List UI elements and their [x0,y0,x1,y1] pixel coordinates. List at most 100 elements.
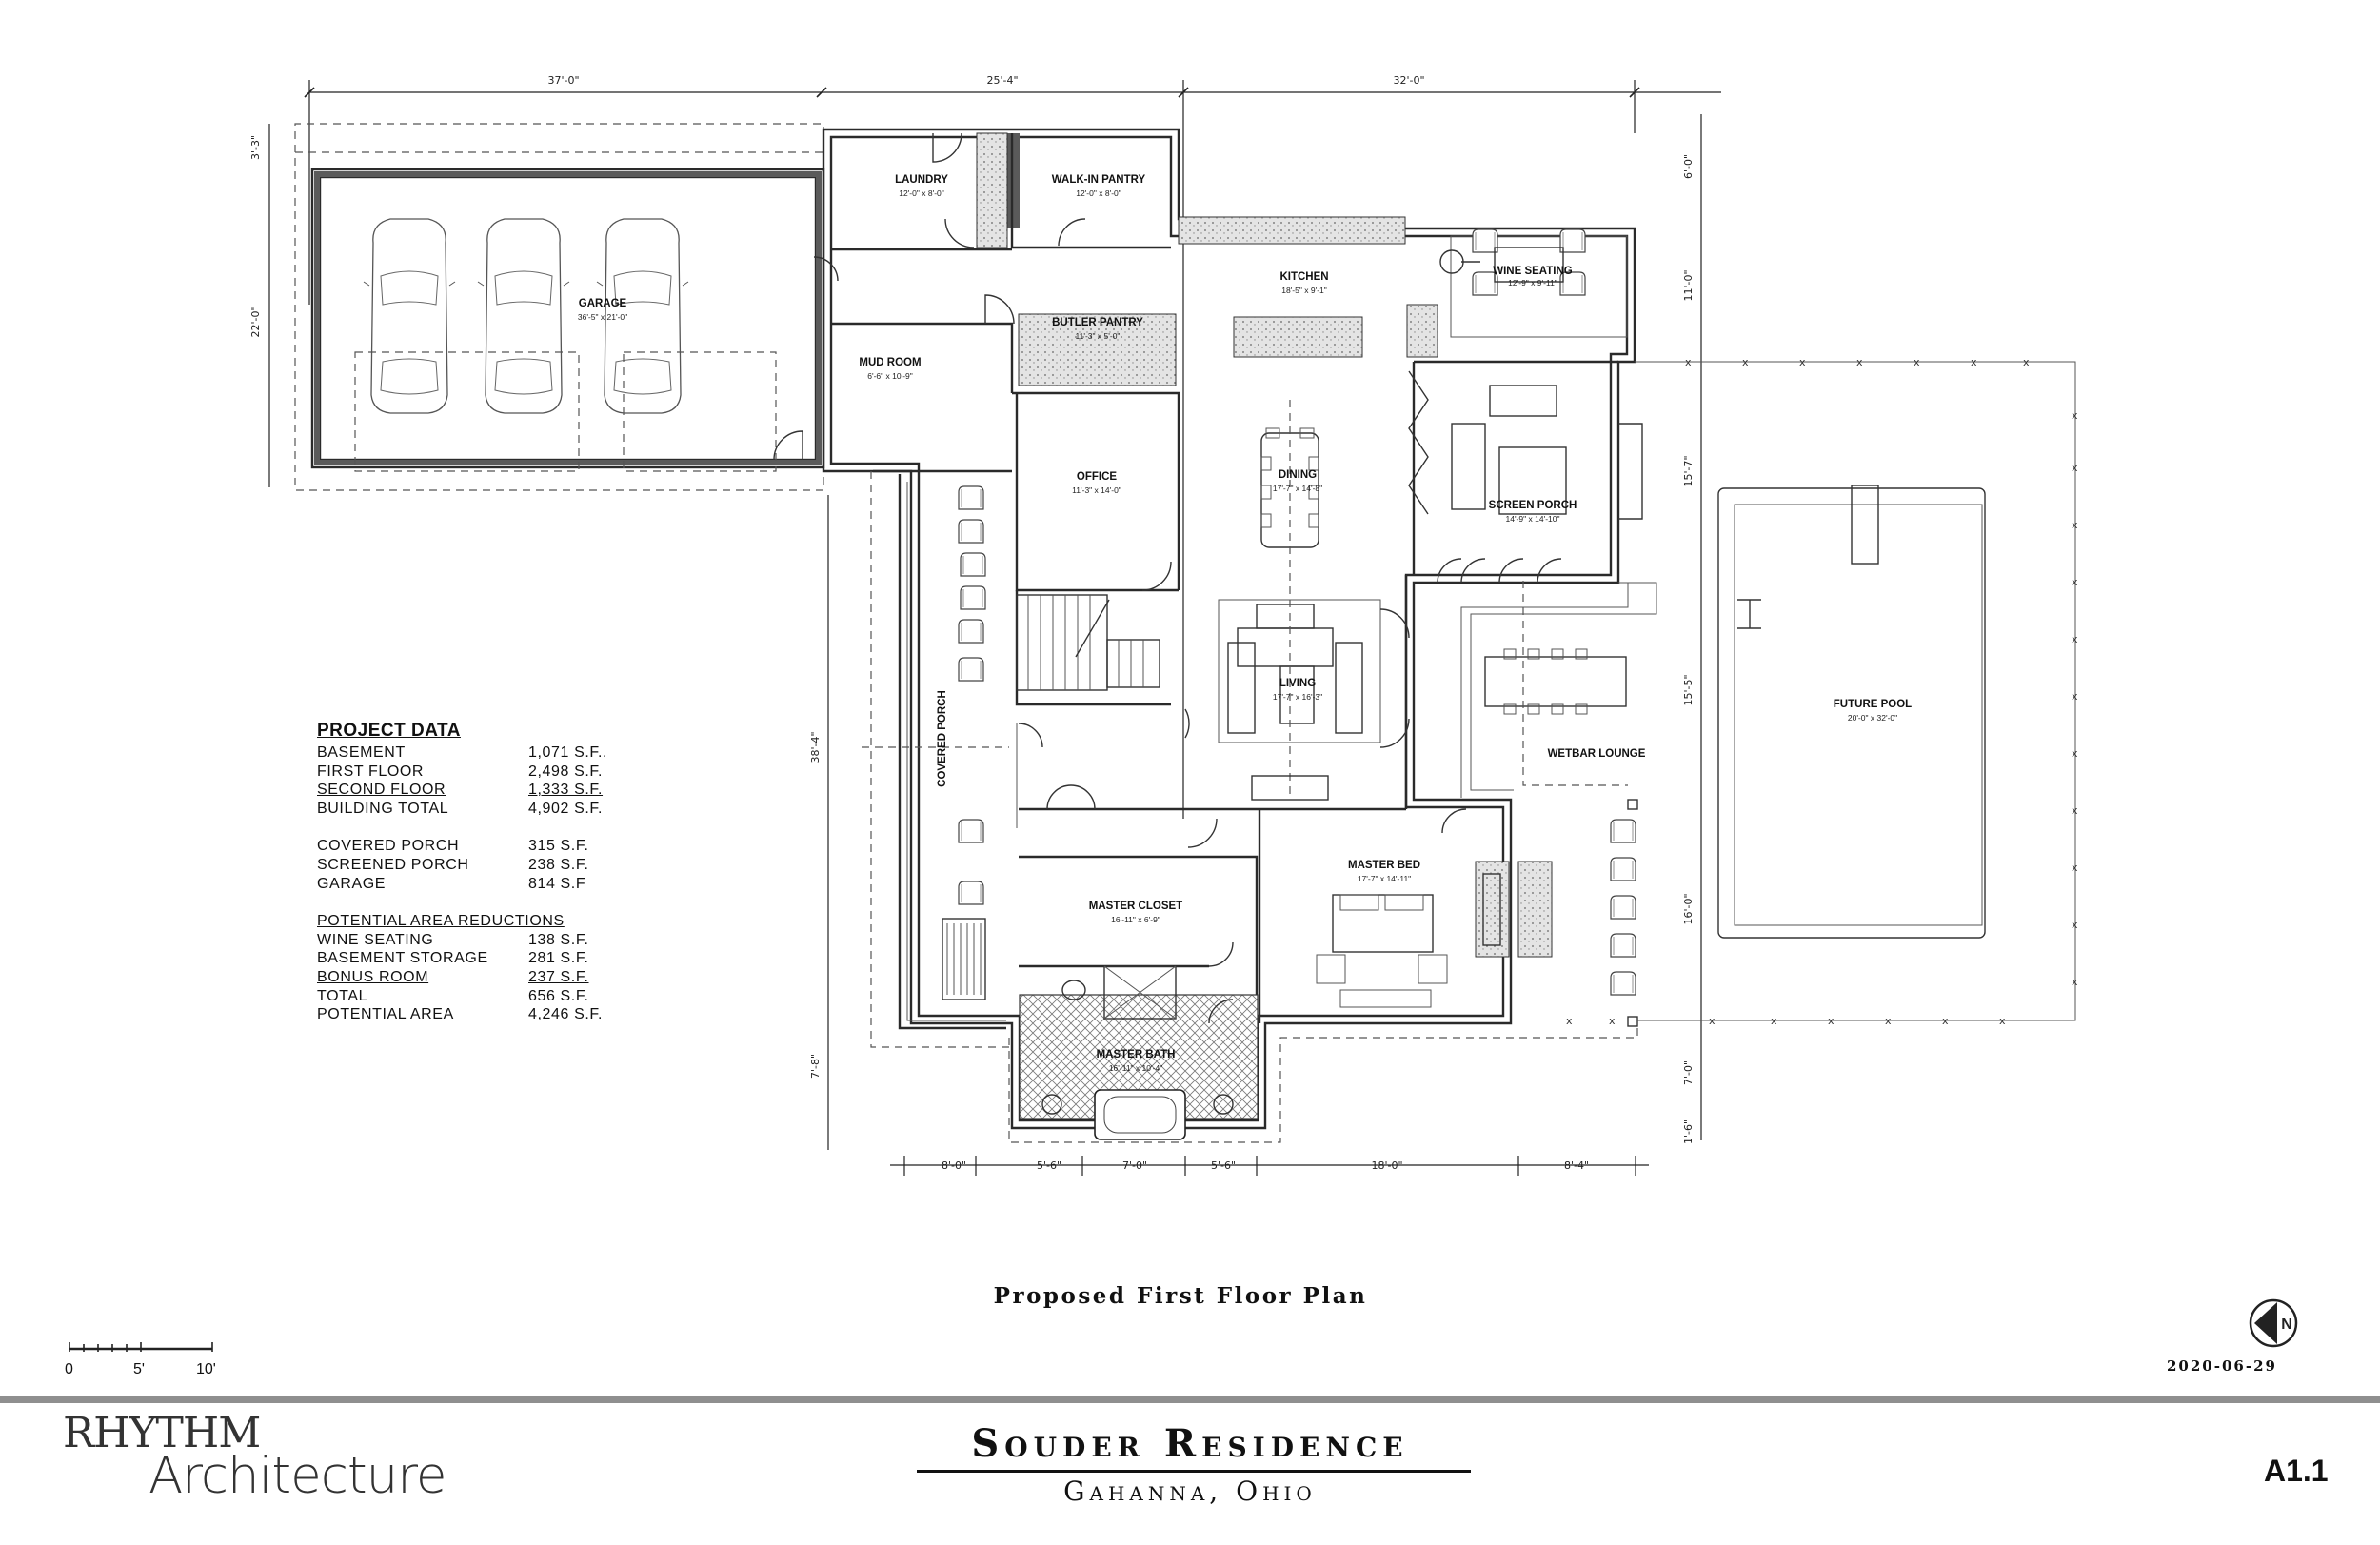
room-size: 14'-9" x 14'-10" [1505,514,1559,524]
svg-text:x: x [2072,462,2078,474]
house-walls [822,128,1636,1130]
master-suite [1019,799,1638,1140]
firm-logo-line-1: RHYTHM [63,1409,261,1457]
room-label: FUTURE POOL [1834,699,1912,710]
svg-text:x: x [1709,1015,1716,1027]
dim-text: 7'-8" [809,1054,822,1079]
project-name-underline [917,1470,1471,1473]
furniture [1218,228,1643,801]
dim-text: 22'-0" [249,306,262,337]
room-size: 12'-0" x 8'-0" [1076,188,1121,198]
room-label: SCREEN PORCH [1489,500,1577,511]
dim-text: 7'-0" [1682,1060,1695,1085]
svg-text:x: x [1609,1015,1616,1027]
svg-text:x: x [1685,356,1692,368]
room-size: 16'-11" x 6'-9" [1111,915,1160,924]
room-label: OFFICE [1077,471,1117,483]
dimension-lines [268,80,1721,1176]
svg-text:x: x [2072,576,2078,588]
room-size: 11'-3" x 14'-0" [1072,485,1121,495]
dim-text: 37'-0" [547,74,579,87]
svg-text:x: x [2023,356,2030,368]
svg-text:x: x [1999,1015,2006,1027]
dim-text: 15'-7" [1682,455,1695,486]
room-labels: GARAGE 36'-5" x 21'-0" LAUNDRY 12'-0" x … [578,174,1912,1073]
svg-text:x: x [1971,356,1977,368]
svg-text:x: x [2072,519,2078,531]
dim-text: 1'-6" [1682,1119,1695,1144]
svg-text:x: x [1914,356,1920,368]
svg-text:x: x [2072,633,2078,645]
covered-porch [862,471,1638,1143]
svg-text:x: x [1942,1015,1949,1027]
stairs [1016,594,1160,691]
svg-text:x: x [2072,976,2078,988]
svg-text:x: x [2072,690,2078,703]
scale-label: 5' [133,1361,145,1377]
doors [813,132,1562,1024]
sheet-number: A1.1 [2264,1454,2329,1488]
scale-label: 10' [196,1361,216,1377]
dim-text: 5'-6" [1211,1159,1236,1172]
dim-text: 11'-0" [1682,269,1695,301]
svg-text:x: x [1856,356,1863,368]
svg-text:x: x [1566,1015,1573,1027]
room-label: KITCHEN [1279,271,1328,283]
room-size: 6'-6" x 10'-9" [867,371,913,381]
room-size: 17'-7" x 14'-11" [1358,874,1411,883]
project-name: Souder Residence [971,1421,1409,1466]
svg-text:x: x [1799,356,1806,368]
title-block-divider [0,1396,2380,1403]
room-size: 11'-3" x 5'-0" [1076,331,1121,341]
svg-text:x: x [1742,356,1749,368]
room-size: 36'-5" x 21'-0" [578,312,627,322]
dim-text: 38'-4" [809,731,822,763]
room-size: 12'-9" x 9'-11" [1508,278,1557,287]
dim-text: 25'-4" [986,74,1018,87]
scale-bar [69,1342,213,1352]
dim-text: 32'-0" [1393,74,1424,87]
dim-text: 5'-6" [1037,1159,1061,1172]
room-size: 17'-7" x 14'-8" [1273,484,1322,493]
dim-text: 3'-3" [249,135,262,160]
room-label: MASTER BED [1348,860,1420,871]
north-arrow-icon: N [2249,1298,2298,1348]
dim-text: 6'-0" [1682,154,1695,179]
room-label: COVERED PORCH [937,690,948,787]
room-size: 18'-5" x 9'-1" [1281,286,1327,295]
room-label: LAUNDRY [895,174,948,186]
svg-text:x: x [2072,804,2078,817]
room-size: 16'-11" x 10'-4" [1109,1063,1162,1073]
svg-text:x: x [2072,919,2078,931]
room-label: MASTER CLOSET [1089,901,1182,912]
room-size: 17'-7" x 16'-3" [1273,692,1322,702]
room-label: GARAGE [579,298,627,309]
dim-text: 15'-5" [1682,674,1695,705]
reductions-title: POTENTIAL AREA REDUCTIONS [317,913,565,930]
plan-title: Proposed First Floor Plan [993,1283,1368,1309]
room-label: WETBAR LOUNGE [1548,748,1646,760]
future-pool [1717,485,1986,939]
room-label: WALK-IN PANTRY [1052,174,1146,186]
dim-text: 7'-0" [1122,1159,1147,1172]
svg-text:x: x [2072,862,2078,874]
room-label: LIVING [1279,678,1316,689]
project-data-title: PROJECT DATA [317,721,461,741]
dimension-texts: 37'-0" 25'-4" 32'-0" 3'-3" 22'-0" 38'-4"… [249,74,1695,1172]
svg-text:x: x [2072,747,2078,760]
room-label: MUD ROOM [859,357,921,368]
